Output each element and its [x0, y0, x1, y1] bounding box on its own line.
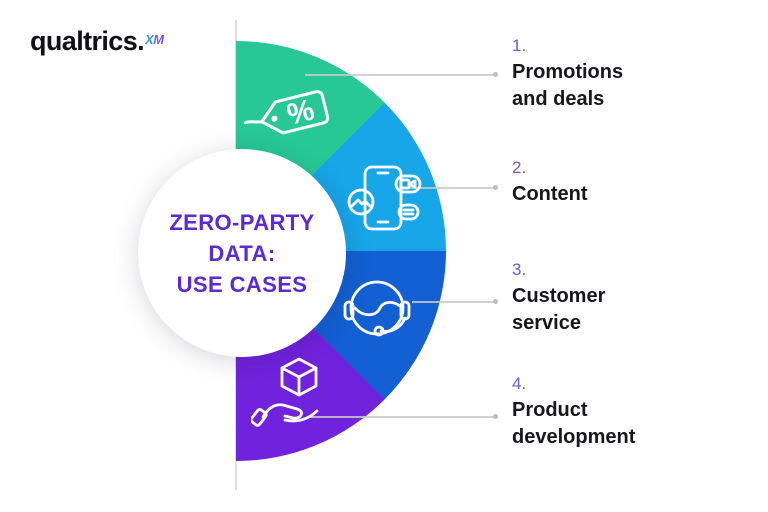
center-circle: ZERO-PARTY DATA: USE CASES	[138, 149, 346, 357]
center-title-line-1: ZERO-PARTY	[169, 209, 315, 235]
connector-line-2	[408, 187, 494, 189]
use-case-number: 2.	[512, 158, 527, 177]
smartphone-content-icon	[346, 162, 424, 234]
use-case-item-3: 3. Customer service	[512, 260, 644, 337]
use-case-label: Content	[512, 183, 588, 205]
support-headset-icon	[341, 272, 413, 344]
hand-product-box-icon	[251, 353, 331, 433]
center-title-line-2: DATA:	[208, 240, 276, 266]
use-case-number: 1.	[512, 36, 527, 55]
use-case-number: 4.	[512, 374, 527, 393]
svg-text:%: %	[284, 93, 318, 131]
xm-superscript: XM	[145, 31, 164, 47]
use-case-item-4: 4. Product development	[512, 374, 644, 451]
price-tag-percent-icon: %	[241, 79, 337, 151]
use-case-label: Customer service	[512, 285, 606, 334]
connector-dot-2	[493, 185, 498, 190]
qualtrics-logo: qualtrics.XM	[30, 26, 164, 57]
use-case-label: Promotions and deals	[512, 61, 624, 110]
connector-line-3	[412, 301, 494, 303]
use-case-label: Product development	[512, 399, 636, 448]
center-title-line-3: USE CASES	[176, 271, 308, 297]
connector-dot-4	[493, 414, 498, 419]
center-title: ZERO-PARTY DATA: USE CASES	[169, 207, 314, 300]
use-case-item-1: 1. Promotions and deals	[512, 36, 644, 113]
qualtrics-wordmark: qualtrics.	[30, 26, 145, 56]
use-case-number: 3.	[512, 260, 527, 279]
connector-dot-1	[493, 72, 498, 77]
connector-line-1	[305, 74, 494, 76]
use-case-item-2: 2. Content	[512, 158, 644, 208]
connector-dot-3	[493, 299, 498, 304]
connector-line-4	[307, 416, 494, 418]
